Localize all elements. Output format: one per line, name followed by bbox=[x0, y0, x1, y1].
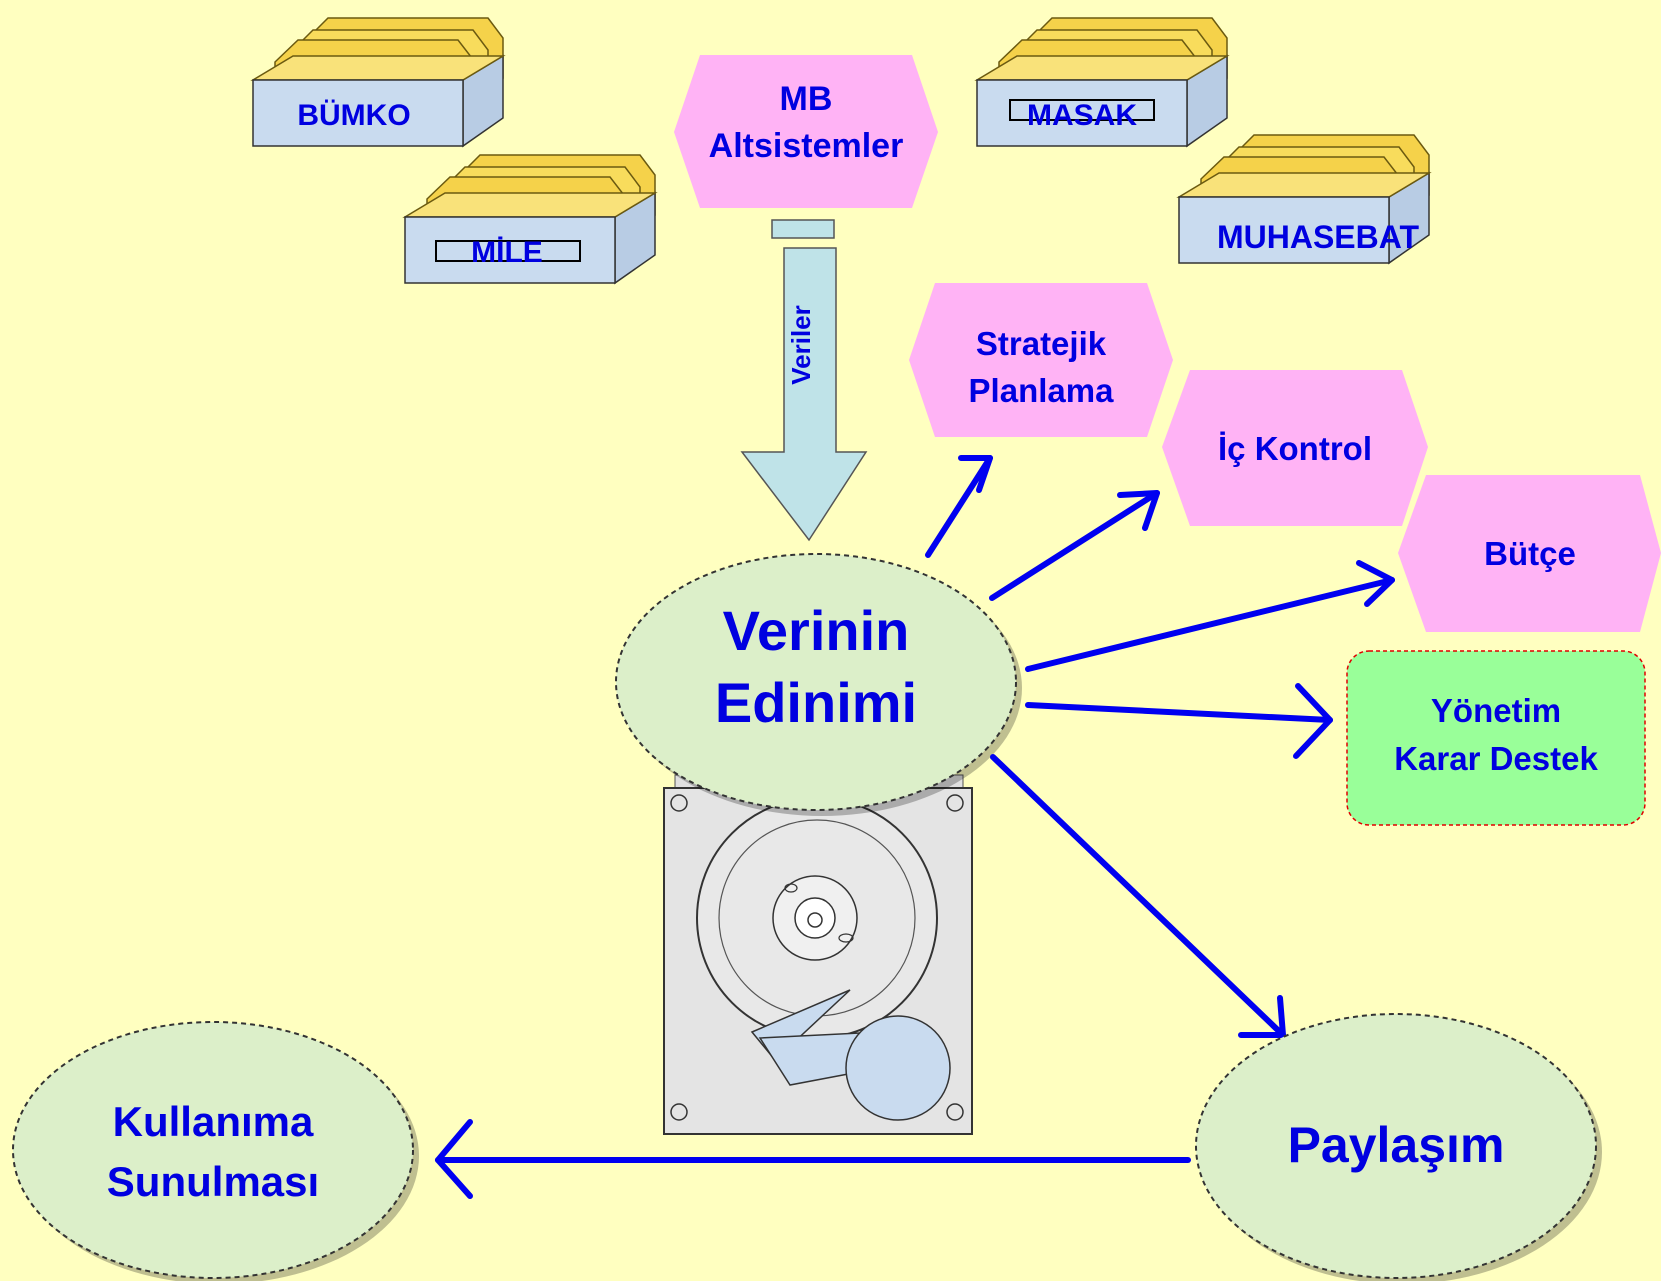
source-masak: MASAK bbox=[976, 17, 1228, 147]
kullanima-line1: Kullanıma bbox=[113, 1098, 314, 1145]
source-bumko-label: BÜMKO bbox=[297, 99, 410, 132]
butce-label: Bütçe bbox=[1484, 535, 1576, 572]
arrow-to-yonetim bbox=[1025, 683, 1333, 759]
kullanima-line2: Sunulması bbox=[107, 1158, 319, 1205]
butce-node: Bütçe bbox=[1398, 475, 1661, 632]
arrow-to-paylasim bbox=[990, 754, 1286, 1038]
yonetim-line1: Yönetim bbox=[1431, 692, 1561, 729]
paylasim-label: Paylaşım bbox=[1288, 1117, 1505, 1173]
hard-disk-icon bbox=[663, 774, 973, 1135]
source-masak-label: MASAK bbox=[1027, 99, 1137, 132]
stratejik-line2: Planlama bbox=[969, 372, 1115, 409]
source-muhasebat: MUHASEBAT bbox=[1178, 134, 1430, 264]
arrows bbox=[435, 455, 1395, 1199]
ic-kontrol-node: İç Kontrol bbox=[1162, 370, 1428, 526]
center-line1: Verinin bbox=[723, 599, 910, 662]
mb-line2: Altsistemler bbox=[709, 127, 904, 165]
kullanima-sunulmasi-node: Kullanıma Sunulması bbox=[12, 1021, 419, 1281]
arrow-to-ic-kontrol bbox=[989, 490, 1160, 601]
arrow-to-kullanima bbox=[435, 1119, 1191, 1199]
ic-kontrol-label: İç Kontrol bbox=[1218, 430, 1372, 467]
stratejik-planlama-node: Stratejik Planlama bbox=[909, 283, 1173, 437]
source-bumko: BÜMKO bbox=[252, 17, 504, 147]
mb-line1: MB bbox=[780, 80, 833, 118]
center-line2: Edinimi bbox=[715, 671, 917, 734]
mb-altsistemler-node: MB Altsistemler bbox=[674, 55, 938, 208]
yonetim-karar-destek-node: Yönetim Karar Destek bbox=[1346, 650, 1646, 826]
paylasim-node: Paylaşım bbox=[1195, 1013, 1602, 1281]
source-mile-label: MİLE bbox=[471, 236, 543, 269]
stratejik-line1: Stratejik bbox=[976, 325, 1107, 362]
veriler-label: Veriler bbox=[786, 305, 816, 385]
source-mile: MİLE bbox=[404, 154, 656, 284]
source-muhasebat-label: MUHASEBAT bbox=[1217, 219, 1420, 255]
arrow-to-stratejik bbox=[925, 455, 993, 558]
arrow-to-butce bbox=[1025, 560, 1395, 672]
verinin-edinimi-node: Verinin Edinimi bbox=[615, 553, 1022, 816]
veriler-arrow: Veriler bbox=[740, 219, 868, 542]
yonetim-line2: Karar Destek bbox=[1394, 740, 1598, 777]
